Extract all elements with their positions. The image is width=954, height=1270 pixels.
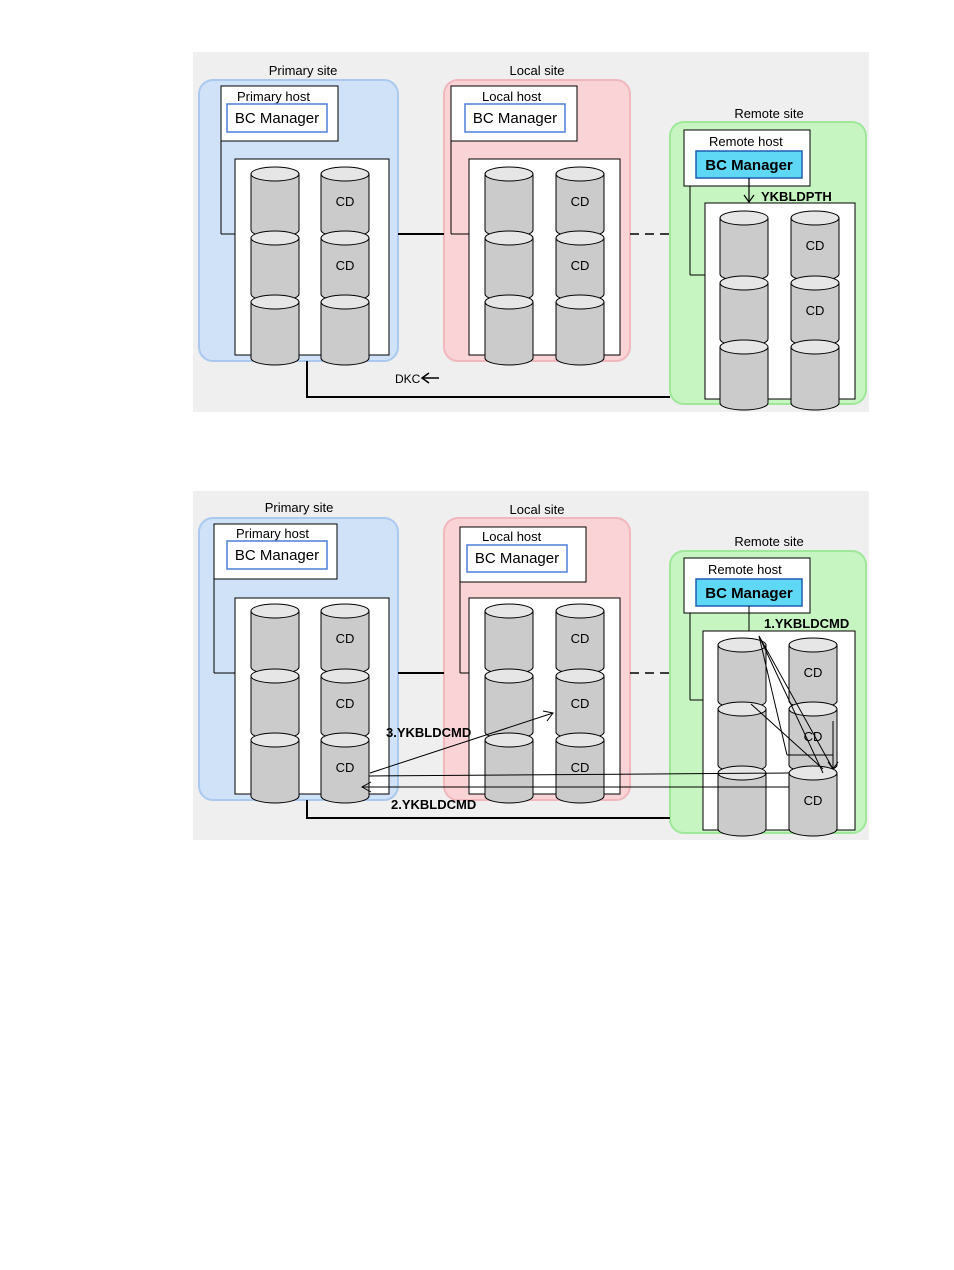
primary-volume-2-0 bbox=[250, 732, 300, 804]
primary-volume-2-0 bbox=[250, 294, 300, 366]
remote-volume-0-0 bbox=[717, 637, 767, 709]
ykbldpth-label: YKBLDPTH bbox=[761, 189, 832, 204]
local-volume-0-0 bbox=[484, 166, 534, 238]
primary-volume-0-0 bbox=[250, 166, 300, 238]
local-volume-0-0 bbox=[484, 603, 534, 675]
remote-volume-0-1: CD bbox=[790, 210, 840, 282]
volumes-fig1: CD CD CD CD CD CD bbox=[250, 166, 840, 411]
primary-bc-manager-button[interactable] bbox=[226, 103, 328, 133]
remote-volume-2-0 bbox=[719, 339, 769, 411]
remote-volume-2-1: CD bbox=[788, 765, 838, 837]
primary-volume-2-1: CD bbox=[320, 732, 370, 804]
remote-site-label: Remote site bbox=[734, 106, 803, 121]
cd-label: CD bbox=[571, 631, 590, 646]
figure-ykbldpth: Primary site Local site Remote site DKC … bbox=[193, 52, 869, 412]
cd-label: CD bbox=[806, 238, 825, 253]
cd-label: CD bbox=[571, 760, 590, 775]
remote-volume-1-1: CD bbox=[790, 275, 840, 347]
remote-site-label: Remote site bbox=[734, 534, 803, 549]
local-volume-1-0 bbox=[484, 668, 534, 740]
primary-site-label: Primary site bbox=[269, 63, 338, 78]
remote-volume-2-1 bbox=[790, 339, 840, 411]
step2-label: 2.YKBLDCMD bbox=[391, 797, 476, 812]
primary-volume-0-1: CD bbox=[320, 603, 370, 675]
primary-site-label: Primary site bbox=[265, 500, 334, 515]
cd-label: CD bbox=[804, 665, 823, 680]
remote-bc-manager-label: BC Manager bbox=[705, 585, 793, 602]
diagram-ykbldpth: Primary site Local site Remote site DKC … bbox=[198, 63, 867, 411]
figure-ykbldcmd: Primary site Local site Remote site Prim… bbox=[193, 491, 869, 840]
remote-bc-manager-label: BC Manager bbox=[705, 157, 793, 174]
cd-label: CD bbox=[336, 696, 355, 711]
primary-bc-manager-label: BC Manager bbox=[235, 547, 319, 564]
local-site-label: Local site bbox=[510, 63, 565, 78]
primary-host-label: Primary host bbox=[236, 526, 309, 541]
diagram-ykbldcmd: Primary site Local site Remote site Prim… bbox=[198, 500, 867, 837]
local-volume-1-1: CD bbox=[555, 230, 605, 302]
cd-label: CD bbox=[336, 258, 355, 273]
local-bc-manager-button[interactable] bbox=[464, 103, 566, 133]
primary-bc-manager-button[interactable] bbox=[226, 540, 328, 570]
local-bc-manager-label: BC Manager bbox=[473, 110, 557, 127]
local-host-label: Local host bbox=[482, 529, 542, 544]
primary-volume-1-1: CD bbox=[320, 230, 370, 302]
local-site-label: Local site bbox=[510, 502, 565, 517]
local-volume-0-1: CD bbox=[555, 603, 605, 675]
cd-label: CD bbox=[806, 303, 825, 318]
primary-volume-0-0 bbox=[250, 603, 300, 675]
local-volume-0-1: CD bbox=[555, 166, 605, 238]
local-volume-2-1 bbox=[555, 294, 605, 366]
local-bc-manager-label: BC Manager bbox=[475, 550, 559, 567]
remote-volume-1-0 bbox=[717, 701, 767, 773]
primary-volume-1-0 bbox=[250, 230, 300, 302]
remote-bc-manager-button[interactable] bbox=[695, 150, 803, 179]
primary-remote-link bbox=[306, 800, 670, 819]
primary-volume-0-1: CD bbox=[320, 166, 370, 238]
remote-bc-manager-button[interactable] bbox=[695, 578, 803, 607]
step1-label: 1.YKBLDCMD bbox=[764, 616, 849, 631]
step3-arrow bbox=[369, 712, 554, 774]
local-volume-2-1: CD bbox=[555, 732, 605, 804]
cd-label: CD bbox=[804, 729, 823, 744]
step1-arrow-head bbox=[827, 761, 839, 770]
dkc-label: DKC bbox=[395, 372, 421, 386]
primary-remote-link bbox=[306, 361, 670, 398]
step3-arrow-head bbox=[542, 710, 554, 722]
remote-volume-1-0 bbox=[719, 275, 769, 347]
cd-label: CD bbox=[804, 793, 823, 808]
ykbldpth-arrow-head bbox=[743, 194, 755, 204]
cd-label: CD bbox=[336, 631, 355, 646]
primary-bc-manager-label: BC Manager bbox=[235, 110, 319, 127]
cd-label: CD bbox=[336, 194, 355, 209]
primary-volume-2-1 bbox=[320, 294, 370, 366]
remote-volume-0-1: CD bbox=[788, 637, 838, 709]
local-volume-2-0 bbox=[484, 294, 534, 366]
remote-volume-0-0 bbox=[719, 210, 769, 282]
local-volume-1-0 bbox=[484, 230, 534, 302]
step2-arrow-head bbox=[360, 781, 372, 793]
local-bc-manager-button[interactable] bbox=[466, 544, 568, 573]
primary-volume-1-0 bbox=[250, 668, 300, 740]
primary-host-label: Primary host bbox=[237, 89, 310, 104]
local-host-label: Local host bbox=[482, 89, 542, 104]
remote-host-label: Remote host bbox=[709, 134, 783, 149]
dkc-arrow-head bbox=[420, 372, 430, 384]
step3-label: 3.YKBLDCMD bbox=[386, 725, 471, 740]
local-volume-2-0 bbox=[484, 732, 534, 804]
cd-label: CD bbox=[571, 258, 590, 273]
cd-label: CD bbox=[571, 696, 590, 711]
remote-volume-2-0 bbox=[717, 765, 767, 837]
step2-arrows bbox=[362, 772, 790, 792]
cd-label: CD bbox=[571, 194, 590, 209]
local-volume-1-1: CD bbox=[555, 668, 605, 740]
volumes-fig2: CD CD CD CD CD CD CD CD CD bbox=[250, 603, 838, 837]
remote-volume-1-1: CD bbox=[788, 701, 838, 773]
remote-host-label: Remote host bbox=[708, 562, 782, 577]
primary-volume-1-1: CD bbox=[320, 668, 370, 740]
step1-arrows bbox=[748, 606, 834, 774]
cd-label: CD bbox=[336, 760, 355, 775]
